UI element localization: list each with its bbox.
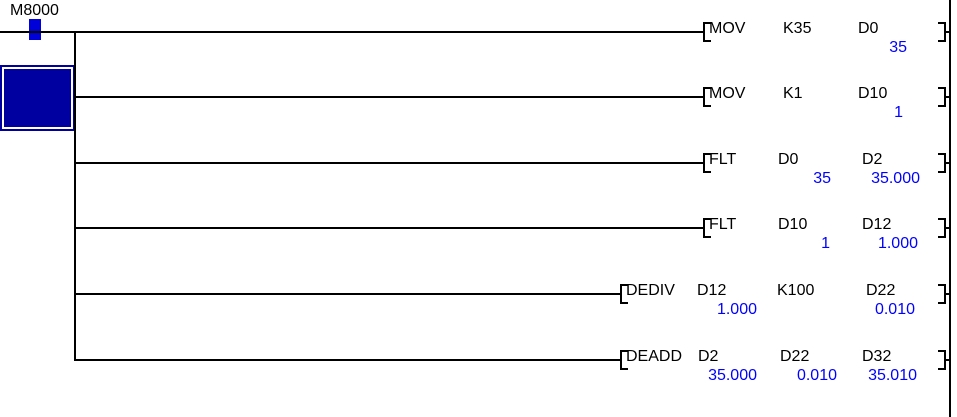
rail-connector-line xyxy=(945,31,951,33)
instruction-name[interactable]: DEDIV xyxy=(626,282,675,299)
contact-label: M8000 xyxy=(10,2,59,19)
rail-connector-line xyxy=(945,359,951,361)
instruction-name[interactable]: DEADD xyxy=(626,348,683,365)
operand-monitor-value: 35.000 xyxy=(708,367,757,384)
operand-monitor-value: 0.010 xyxy=(796,367,837,384)
instruction-open-bracket xyxy=(620,350,628,370)
operand-label[interactable]: K35 xyxy=(783,20,812,37)
operand-label[interactable]: D10 xyxy=(778,216,808,233)
right-power-rail xyxy=(949,0,951,417)
instruction-open-bracket xyxy=(703,22,711,42)
rail-connector-line xyxy=(945,96,951,98)
instruction-open-bracket xyxy=(703,87,711,107)
rung-line xyxy=(74,293,622,295)
instruction-open-bracket xyxy=(703,218,711,238)
operand-monitor-value: 1.000 xyxy=(877,235,918,252)
rung-line xyxy=(74,359,622,361)
rung-line xyxy=(74,227,705,229)
rail-connector-line xyxy=(945,162,951,164)
rail-connector-line xyxy=(945,227,951,229)
instruction-name[interactable]: MOV xyxy=(709,85,746,102)
operand-monitor-value: 1 xyxy=(894,104,903,121)
contact-on-indicator[interactable] xyxy=(29,19,41,40)
operand-monitor-value: 35.010 xyxy=(868,367,917,384)
operand-monitor-value: 35.000 xyxy=(871,170,920,187)
operand-label[interactable]: D32 xyxy=(862,348,892,365)
operand-monitor-value: 35 xyxy=(889,39,907,56)
operand-monitor-value: 1 xyxy=(821,235,830,252)
instruction-name[interactable]: FLT xyxy=(709,151,737,168)
operand-label[interactable]: D10 xyxy=(858,85,888,102)
operand-label[interactable]: D12 xyxy=(862,216,892,233)
operand-monitor-value: 0.010 xyxy=(874,301,915,318)
instruction-open-bracket xyxy=(620,284,628,304)
operand-label[interactable]: D22 xyxy=(780,348,810,365)
instruction-open-bracket xyxy=(703,153,711,173)
operand-label[interactable]: K100 xyxy=(777,282,815,299)
operand-monitor-value: 35 xyxy=(813,170,831,187)
operand-label[interactable]: D2 xyxy=(862,151,883,168)
left-branch-line xyxy=(74,31,76,361)
operand-label[interactable]: D12 xyxy=(697,282,727,299)
operand-monitor-value: 1.000 xyxy=(716,301,757,318)
rung-line xyxy=(0,31,705,33)
instruction-name[interactable]: MOV xyxy=(709,20,746,37)
selection-cursor[interactable] xyxy=(0,65,75,131)
operand-label[interactable]: D0 xyxy=(858,20,879,37)
instruction-name[interactable]: FLT xyxy=(709,216,737,233)
operand-label[interactable]: K1 xyxy=(783,85,803,102)
rung-line xyxy=(74,162,705,164)
rail-connector-line xyxy=(945,293,951,295)
operand-label[interactable]: D22 xyxy=(866,282,896,299)
operand-label[interactable]: D2 xyxy=(698,348,719,365)
rung-line xyxy=(74,96,705,98)
operand-label[interactable]: D0 xyxy=(778,151,799,168)
